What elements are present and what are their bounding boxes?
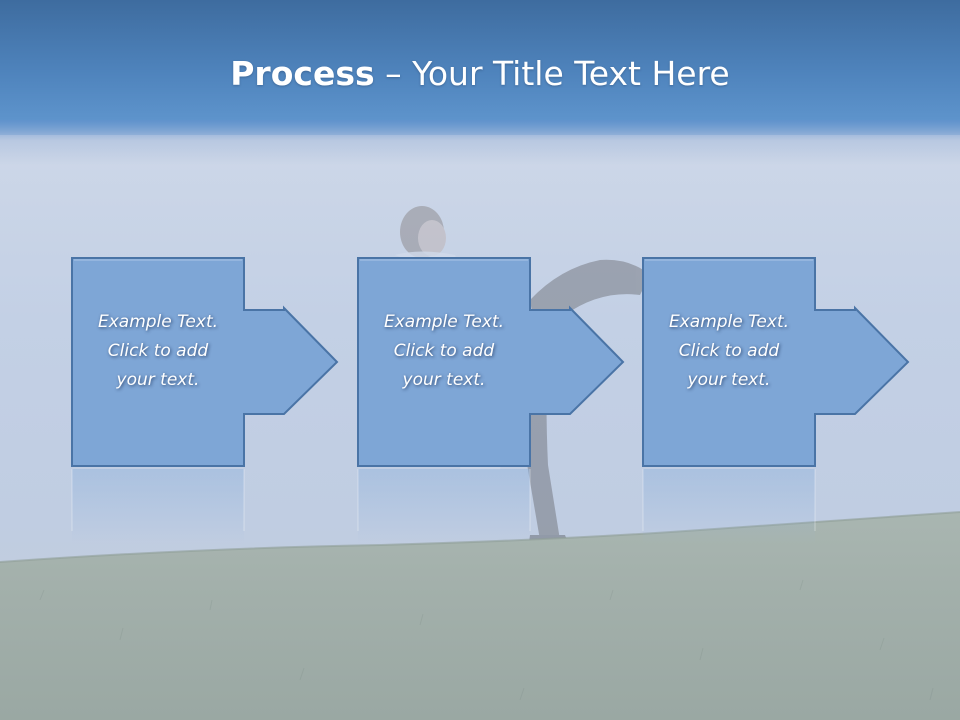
box-arrow-icon	[71, 257, 339, 467]
box-arrow-icon	[642, 257, 910, 467]
slide-title-bold: Process	[230, 54, 375, 93]
process-step-1[interactable]: Example Text. Click to add your text.	[70, 256, 340, 546]
step-2-line-1: Example Text.	[383, 312, 505, 332]
step-3-line-1: Example Text.	[668, 312, 790, 332]
step-2-text[interactable]: Example Text. Click to add your text.	[360, 308, 528, 395]
slide-title[interactable]: Process – Your Title Text Here	[0, 52, 960, 96]
step-2-line-2: Click to add	[393, 341, 495, 361]
step-1-line-3: your text.	[116, 370, 200, 390]
step-3-line-3: your text.	[687, 370, 771, 390]
step-1-text[interactable]: Example Text. Click to add your text.	[74, 308, 242, 395]
step-1-line-1: Example Text.	[97, 312, 219, 332]
process-step-2[interactable]: Example Text. Click to add your text.	[356, 256, 626, 546]
step-2-reflection	[357, 469, 531, 544]
process-step-3[interactable]: Example Text. Click to add your text.	[641, 256, 911, 546]
header-band	[0, 0, 960, 135]
step-1-reflection	[71, 469, 245, 544]
slide-title-rest: – Your Title Text Here	[374, 54, 730, 93]
header-fade	[0, 120, 960, 165]
step-3-text[interactable]: Example Text. Click to add your text.	[645, 308, 813, 395]
box-arrow-icon	[357, 257, 625, 467]
step-3-line-2: Click to add	[678, 341, 780, 361]
step-1-line-2: Click to add	[107, 341, 209, 361]
step-2-line-3: your text.	[402, 370, 486, 390]
step-3-reflection	[642, 469, 816, 544]
